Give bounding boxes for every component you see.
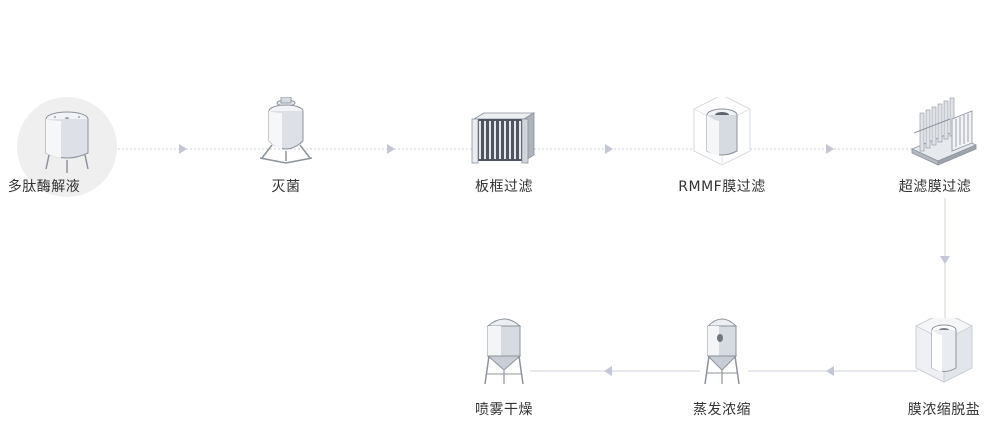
plate-frame-filter-icon [471, 112, 536, 164]
process-step-rmmf-membrane-filtration[interactable]: RMMF膜过滤 [662, 97, 782, 197]
step-label: 喷雾干燥 [475, 402, 533, 418]
process-step-sterilization[interactable]: 灭菌 [226, 97, 346, 197]
arrow-right-icon [826, 144, 834, 154]
rmmf-membrane-cartridge-icon [693, 97, 751, 166]
arrow-left-icon [826, 366, 834, 376]
step-label: 超滤膜过滤 [898, 179, 972, 195]
process-step-ultrafiltration[interactable]: 超滤膜过滤 [880, 97, 1000, 197]
process-step-evaporation-concentration[interactable]: 蒸发浓缩 [662, 318, 782, 418]
reaction-tank-icon [45, 111, 89, 173]
arrow-left-icon [604, 366, 612, 376]
step-label: 膜浓缩脱盐 [907, 402, 981, 418]
membrane-concentration-cube-icon [915, 318, 973, 383]
step-label: RMMF膜过滤 [678, 179, 766, 195]
sterilizer-vessel-icon [259, 97, 313, 164]
step-label: 灭菌 [271, 179, 301, 195]
process-step-enzymatic-hydrolysate[interactable]: 多肽酶解液 [7, 97, 127, 197]
arrow-down-icon [940, 256, 950, 264]
process-step-spray-drying[interactable]: 喷雾干燥 [444, 318, 564, 418]
arrow-right-icon [179, 144, 187, 154]
step-label: 板框过滤 [475, 179, 533, 195]
spray-dryer-silo-icon [484, 318, 524, 385]
arrow-right-icon [605, 144, 613, 154]
process-step-membrane-concentration-desalting[interactable]: 膜浓缩脱盐 [884, 318, 1000, 418]
process-step-plate-frame-filtration[interactable]: 板框过滤 [444, 97, 564, 197]
ultrafiltration-skid-icon [911, 97, 977, 166]
step-label: 蒸发浓缩 [693, 402, 751, 418]
arrow-right-icon [387, 144, 395, 154]
evaporator-silo-icon [704, 318, 740, 385]
step-label: 多肽酶解液 [7, 179, 81, 195]
